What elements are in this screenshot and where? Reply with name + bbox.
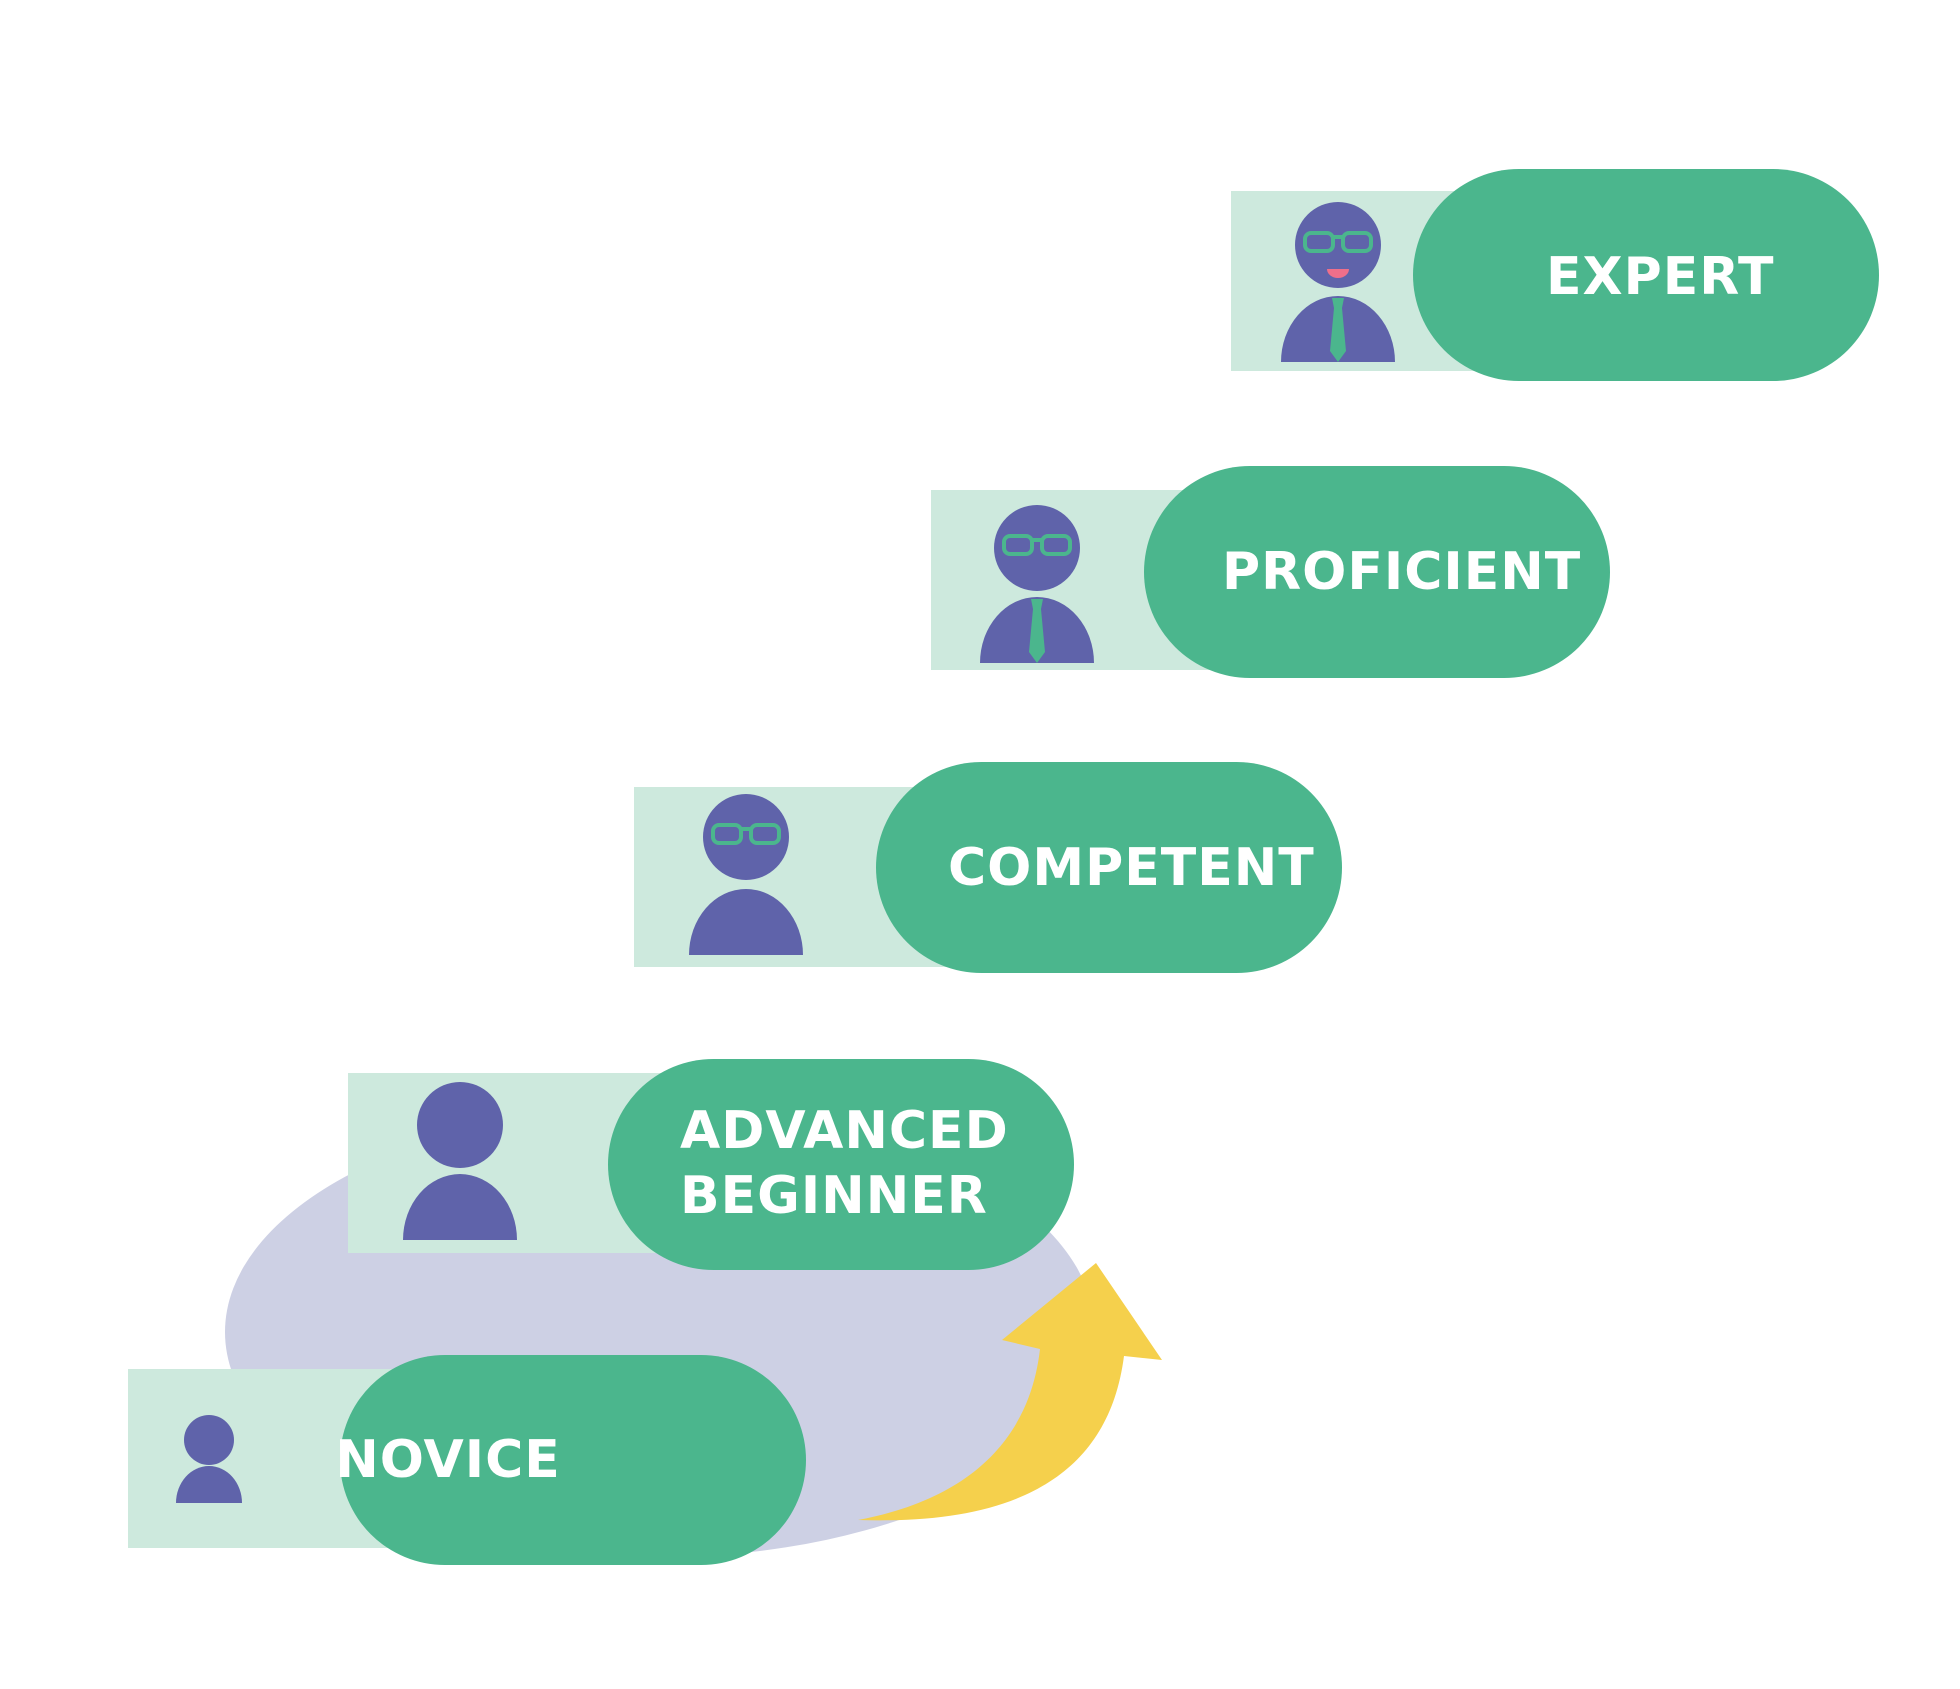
- stage-pill: [1144, 466, 1610, 678]
- figure-head: [417, 1082, 503, 1168]
- glasses-icon: [1303, 231, 1373, 253]
- person-icon: [403, 1082, 517, 1240]
- figure-head: [184, 1415, 234, 1465]
- glasses-lens-right: [1040, 534, 1072, 556]
- stage-competent: [634, 762, 1342, 973]
- person-icon: [176, 1415, 242, 1503]
- stage-pill: [1413, 169, 1879, 381]
- figure-body: [689, 889, 803, 955]
- glasses-icon: [711, 823, 781, 845]
- figure-head: [703, 794, 789, 880]
- figure-body: [403, 1174, 517, 1240]
- smile-icon: [1327, 269, 1349, 278]
- stage-expert: [1231, 169, 1879, 381]
- stage-pill: [876, 762, 1342, 973]
- person-icon: [1281, 202, 1395, 362]
- tie-icon: [1029, 599, 1045, 663]
- glasses-icon: [1002, 534, 1072, 556]
- glasses-lens-right: [749, 823, 781, 845]
- stage-pill: [608, 1059, 1074, 1270]
- person-icon: [689, 794, 803, 955]
- figure-head: [1295, 202, 1381, 288]
- stage-novice: [128, 1355, 806, 1565]
- curved-arrow-icon: [858, 1263, 1162, 1521]
- glasses-lens-left: [1303, 231, 1335, 253]
- stage-pill: [340, 1355, 806, 1565]
- stage-advanced-beginner: [348, 1059, 1074, 1270]
- stage-proficient: [931, 466, 1610, 678]
- figure-head: [994, 505, 1080, 591]
- glasses-lens-left: [1002, 534, 1034, 556]
- person-icon: [980, 505, 1094, 663]
- tie-icon: [1330, 298, 1346, 362]
- figure-body: [176, 1466, 242, 1503]
- glasses-lens-right: [1341, 231, 1373, 253]
- glasses-lens-left: [711, 823, 743, 845]
